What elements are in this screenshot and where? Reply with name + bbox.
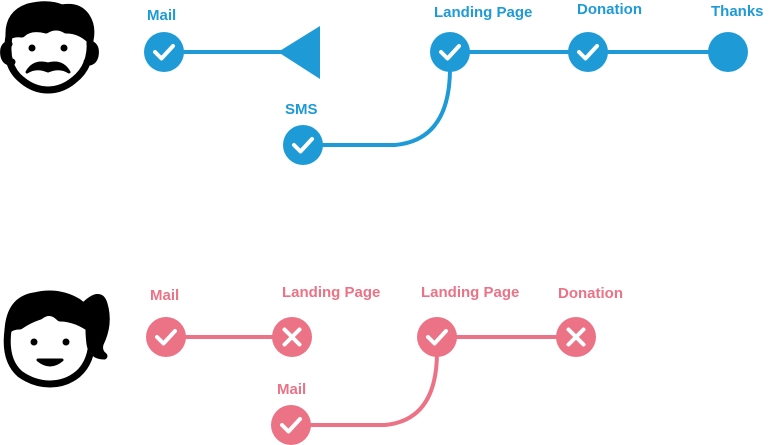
man-with-mustache-icon [0,1,99,94]
female-node-mail [146,317,186,357]
girl-with-ponytail-icon [3,290,110,388]
cross-icon [282,327,302,347]
check-icon [426,329,448,346]
female-step-label-donation-failed: Donation [558,285,623,302]
arrow-back-icon [278,26,320,79]
female-node-mail-second [271,405,311,445]
female-step-label-landing-page: Landing Page [421,284,519,301]
male-step-label-sms: SMS [285,101,318,118]
male-node-landing-page [430,32,470,72]
male-node-donation [568,32,608,72]
female-node-landing-page [417,317,457,357]
check-icon [439,44,461,61]
male-step-label-mail: Mail [147,7,176,24]
male-node-mail [144,32,184,72]
cross-icon [566,327,586,347]
check-icon [577,44,599,61]
female-step-label-mail: Mail [150,287,179,304]
filled-circle [708,32,748,72]
check-icon [153,44,175,61]
check-icon [280,417,302,434]
female-connectors [164,335,578,427]
female-step-label-mail-second: Mail [277,381,306,398]
male-step-label-donation: Donation [577,1,642,18]
check-icon [292,137,314,154]
female-node-donation-failed [556,317,596,357]
male-node-thanks [708,32,748,72]
male-step-label-thanks: Thanks [711,3,764,20]
female-step-label-landing-page-failed: Landing Page [282,284,380,301]
male-node-sms [283,125,323,165]
male-step-label-landing-page: Landing Page [434,4,532,21]
check-icon [155,329,177,346]
female-node-landing-page-failed [272,317,312,357]
